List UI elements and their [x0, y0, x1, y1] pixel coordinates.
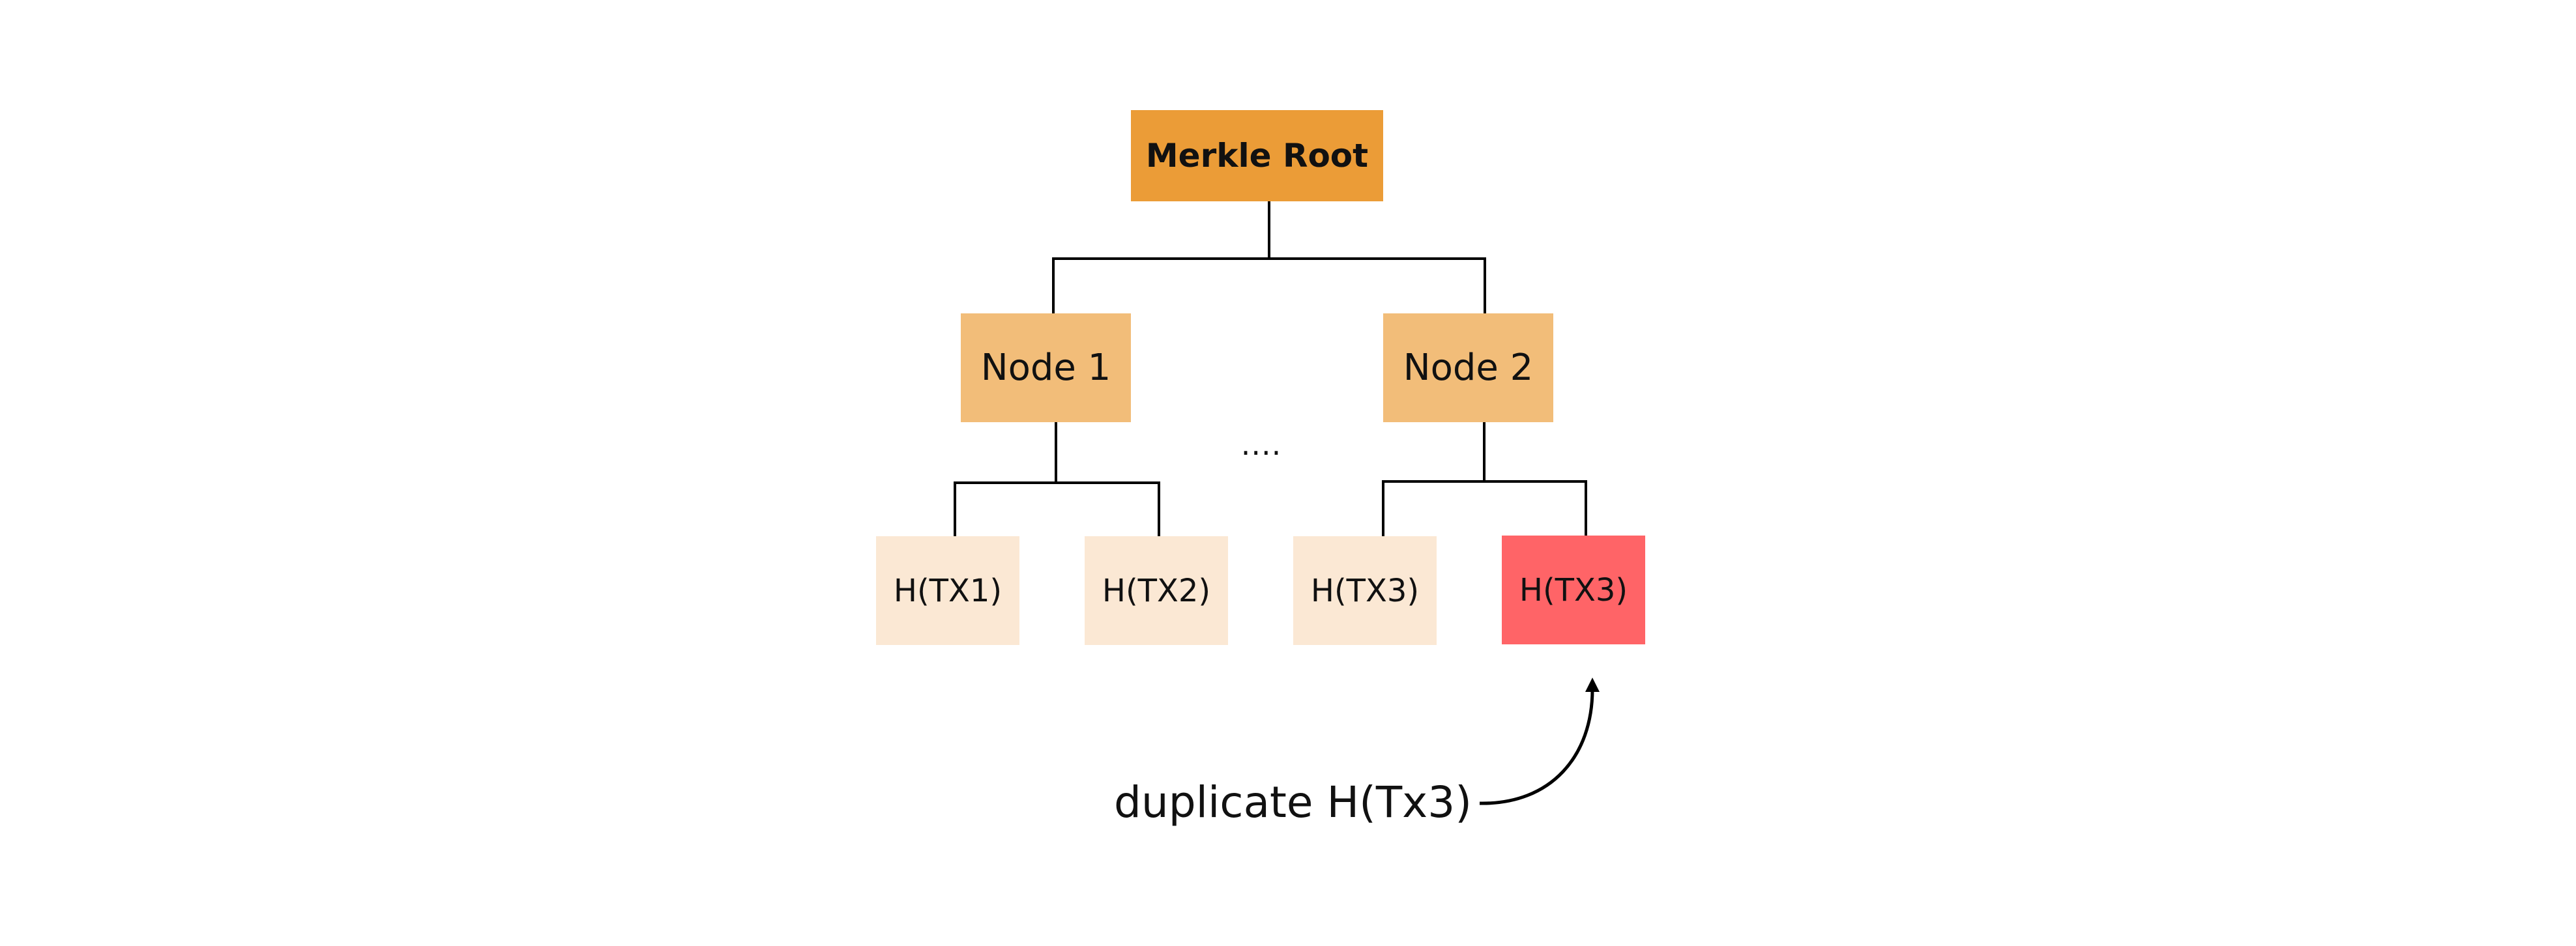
merkle-root-node: Merkle Root	[1131, 110, 1383, 201]
duplicate-annotation: duplicate H(Tx3)	[1114, 777, 1472, 827]
arrowhead-icon	[1585, 678, 1600, 692]
root-to-nodes-connector	[1052, 201, 1486, 313]
leaf-htx3-duplicate: H(TX3)	[1502, 536, 1645, 644]
leaf-label: H(TX1)	[893, 572, 1003, 609]
merkle-root-label: Merkle Root	[1145, 137, 1369, 175]
leaf-htx2: H(TX2)	[1085, 536, 1228, 645]
node-2-label: Node 2	[1403, 347, 1534, 389]
node2-to-leaves-connector	[1382, 422, 1587, 536]
node-1: Node 1	[961, 313, 1131, 422]
leaf-htx1: H(TX1)	[876, 536, 1019, 645]
leaf-label: H(TX3)	[1519, 571, 1628, 609]
leaf-htx3: H(TX3)	[1293, 536, 1437, 645]
ellipsis: ....	[1240, 427, 1282, 462]
leaf-label: H(TX3)	[1310, 572, 1420, 609]
node-2: Node 2	[1383, 313, 1553, 422]
leaf-label: H(TX2)	[1102, 572, 1211, 609]
node1-to-leaves-connector	[954, 422, 1160, 536]
annotation-arrow-curve	[1479, 689, 1594, 805]
node-1-label: Node 1	[980, 347, 1111, 389]
